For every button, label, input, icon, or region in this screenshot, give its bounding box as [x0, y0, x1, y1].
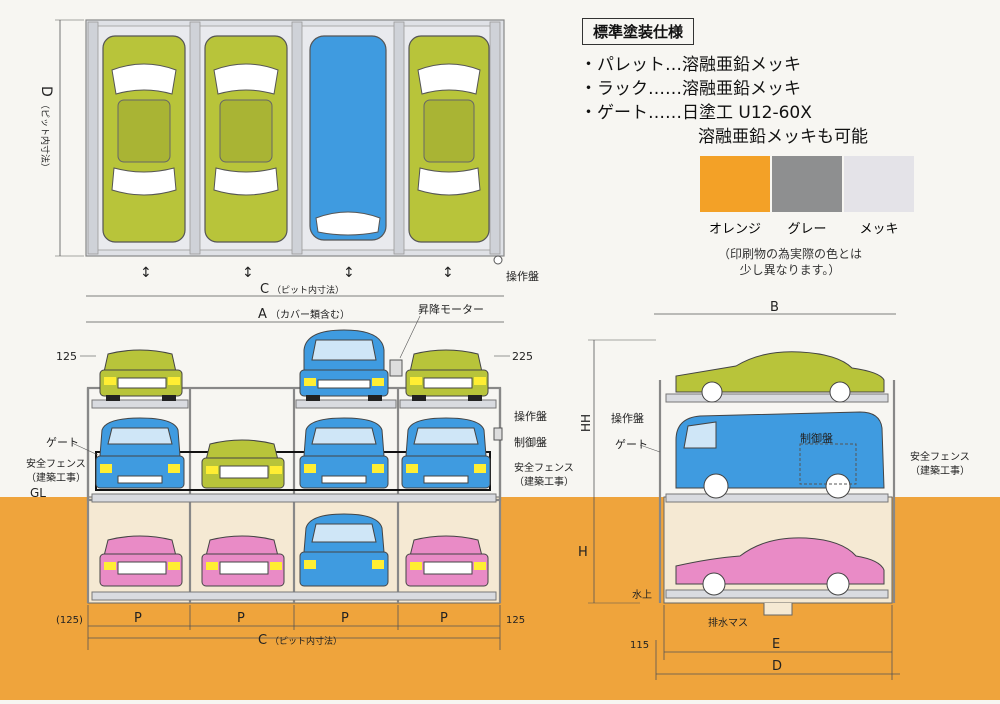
front-car-bot-4	[405, 535, 489, 587]
color-note-line-1: （印刷物の為実際の色とは	[717, 247, 862, 261]
spec-item-rack: ・ラック……溶融亜鉛メッキ	[580, 79, 801, 99]
front-gate-label: ゲート	[46, 436, 79, 449]
svg-text:D: D	[38, 86, 54, 97]
front-a-sub: （カバー類含む）	[270, 308, 350, 321]
side-fence-1: 安全フェンス	[910, 450, 970, 463]
front-car-mid-4	[401, 417, 491, 489]
svg-text:↕: ↕	[442, 265, 454, 281]
front-car-mid-1	[95, 417, 185, 489]
side-b-label: B	[770, 300, 779, 315]
paint-spec-title: 標準塗装仕様	[582, 18, 695, 45]
plan-pallet-2	[204, 35, 288, 243]
plan-lift-arrows: ↕ ↕ ↕ ↕	[140, 265, 454, 281]
color-note: （印刷物の為実際の色とは 少し異なります。）	[700, 246, 880, 278]
front-panel-label: 操作盤	[514, 409, 547, 423]
spec-gate-alt: 溶融亜鉛メッキも可能	[698, 127, 868, 147]
side-drain-pit	[763, 603, 793, 616]
spec-item-gate: ・ゲート……日塗工 U12-60X	[580, 103, 812, 123]
swatch-gray	[772, 156, 842, 212]
plan-panel-marker	[493, 255, 503, 265]
side-view: 制御盤 B HH H 操作盤 ゲート 安全フェンス （建築工事） 水上 排水マス…	[578, 300, 1000, 700]
side-car-mid	[675, 411, 885, 499]
plan-c-sub: （ピット内寸法）	[272, 284, 344, 296]
side-h-label: H	[578, 545, 588, 560]
front-p-3: P	[341, 611, 349, 626]
front-dim-125: 125	[56, 350, 77, 363]
side-car-bot	[675, 537, 885, 596]
side-panel-label: 操作盤	[611, 411, 644, 425]
front-dim-125c: 125	[506, 615, 525, 626]
front-c-sub: （ピット内寸法）	[270, 635, 342, 647]
plan-c-label: C	[260, 282, 269, 297]
side-fence-2: （建築工事）	[910, 464, 970, 477]
front-car-bot-2	[201, 535, 285, 587]
front-car-top-4	[405, 349, 489, 401]
front-car-top-1	[99, 349, 183, 401]
front-view: A （カバー類含む） 昇降モーター 125 225 ゲート 安全フェンス （建築…	[0, 302, 590, 700]
front-car-mid-3	[299, 417, 389, 489]
front-car-bot-1	[99, 535, 183, 587]
front-car-mid-2	[201, 439, 285, 489]
swatch-gray-label: グレー	[787, 222, 827, 237]
front-motor-label: 昇降モーター	[418, 302, 484, 316]
plan-pallet-3	[309, 35, 387, 241]
color-note-line-2: 少し異なります。）	[739, 263, 841, 277]
plan-pallet-1	[102, 35, 186, 243]
front-car-bot-3	[299, 513, 389, 587]
spec-item-pallet: ・パレット…溶融亜鉛メッキ	[580, 55, 801, 75]
front-p-4: P	[440, 611, 448, 626]
front-dim-125b: (125)	[56, 615, 83, 626]
side-control-box	[799, 443, 857, 485]
side-control-label: 制御盤	[800, 431, 833, 445]
side-water-label: 水上	[632, 589, 652, 601]
front-control-label: 制御盤	[514, 435, 547, 449]
svg-text:↕: ↕	[140, 265, 152, 281]
swatch-plating	[844, 156, 914, 212]
plan-panel-label: 操作盤	[506, 269, 539, 283]
front-p-2: P	[237, 611, 245, 626]
side-e-label: E	[772, 637, 780, 652]
front-fence-right-1: 安全フェンス	[514, 461, 574, 474]
front-car-top-3	[299, 329, 389, 401]
plan-view: ↕ ↕ ↕ ↕ 操作盤 D （ピット内寸法） C （ピット内寸法）	[38, 19, 539, 297]
front-dim-225: 225	[512, 350, 533, 363]
front-gl-label: GL	[30, 486, 46, 500]
svg-text:↕: ↕	[242, 265, 254, 281]
front-motor-box	[389, 359, 403, 377]
front-c-label: C	[258, 633, 267, 648]
front-fence-left-1: 安全フェンス	[26, 457, 86, 470]
svg-text:（ピット内寸法）: （ピット内寸法）	[39, 100, 51, 172]
side-gate-label: ゲート	[615, 438, 648, 451]
side-drain-label: 排水マス	[708, 616, 748, 629]
swatch-orange-label: オレンジ	[708, 222, 761, 237]
swatch-plating-label: メッキ	[859, 222, 899, 237]
swatch-orange	[700, 156, 770, 212]
side-dim-115: 115	[630, 640, 649, 651]
paint-spec-panel: 標準塗装仕様 ・パレット…溶融亜鉛メッキ ・ラック……溶融亜鉛メッキ ・ゲート……	[580, 18, 990, 149]
svg-text:↕: ↕	[343, 265, 355, 281]
front-p-1: P	[134, 611, 142, 626]
side-d-label: D	[772, 659, 782, 674]
front-a-label: A	[258, 307, 267, 322]
plan-pallet-4	[408, 35, 490, 243]
front-fence-right-2: （建築工事）	[514, 475, 574, 488]
plan-d-dimension: D （ピット内寸法）	[38, 86, 54, 172]
side-hh-label: HH	[579, 414, 593, 432]
side-car-top	[675, 351, 885, 403]
front-fence-left-2: （建築工事）	[26, 471, 86, 484]
front-panel-box	[493, 427, 503, 441]
